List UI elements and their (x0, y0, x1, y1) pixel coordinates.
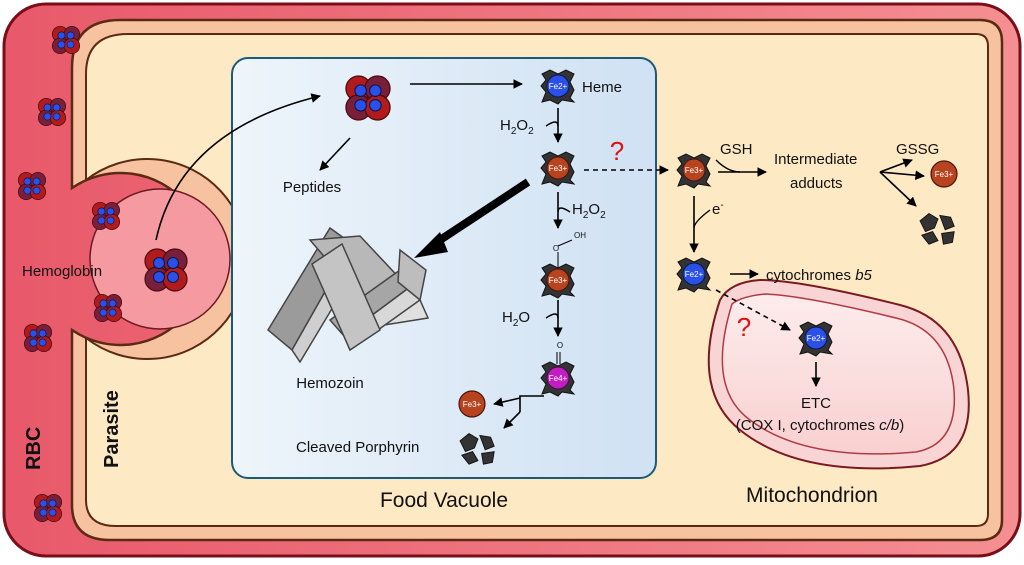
cleave-arrow (503, 411, 521, 429)
free-fe3-icon: Fe3+ (458, 390, 486, 418)
heme-fe3-icon: Fe3+ (540, 151, 575, 187)
svg-text:Fe3+: Fe3+ (549, 276, 568, 285)
svg-text:Fe4+: Fe4+ (549, 374, 568, 383)
cleaved-porphyrin-label: Cleaved Porphyrin (296, 439, 419, 456)
svg-text:Fe3+: Fe3+ (549, 164, 568, 173)
food-vacuole (231, 57, 657, 479)
svg-text:Fe2+: Fe2+ (549, 82, 568, 91)
gssg-label: GSSG (896, 141, 939, 158)
uptake-arrow (155, 93, 321, 241)
release-iron-arrow (493, 397, 521, 407)
h2o2-label-b: H2O2 (572, 201, 606, 221)
cyto-heme-fe3-icon: Fe3+ (676, 153, 711, 189)
electron-label: e- (712, 200, 724, 218)
to-fe3-arrow (879, 170, 925, 180)
gsh-label: GSH (720, 141, 753, 158)
to-hemozoin-arrow (431, 178, 531, 248)
svg-text:Fe3+: Fe3+ (463, 400, 482, 409)
h2o2-label-a: H2O2 (500, 117, 534, 137)
peptides-label: Peptides (283, 179, 341, 196)
adducts-label: adducts (790, 175, 843, 192)
heme-label: Heme (582, 79, 622, 96)
oxygen-label-b: O (557, 341, 563, 350)
unknown-marker-1: ? (610, 136, 624, 166)
etc-detail-label: (COX I, cytochromes c/b) (736, 417, 904, 434)
mitochondrion-inner (721, 293, 956, 455)
hemozoin-label: Hemozoin (296, 375, 364, 392)
intermediate-label: Intermediate (774, 151, 857, 168)
food-vacuole-label: Food Vacuole (380, 489, 508, 512)
unknown-marker-2: ? (737, 312, 751, 342)
heme-fe4-icon: Fe4+ (540, 361, 575, 397)
mitochondrion-label: Mitochondrion (746, 484, 878, 507)
to-peptides-arrow (319, 137, 351, 171)
heme-fe2-icon: Fe2+ (540, 69, 575, 105)
svg-text:Fe2+: Fe2+ (807, 334, 826, 343)
mito-heme-fe2-icon: Fe2+ (798, 321, 833, 357)
svg-text:Fe3+: Fe3+ (935, 170, 954, 179)
hemoglobin-label: Hemoglobin (22, 263, 102, 280)
heme-fe3-peroxo-icon: Fe3+ (540, 263, 575, 299)
released-fe3-icon: Fe3+ (930, 160, 958, 188)
cyto-heme-fe2-icon: Fe2+ (676, 257, 711, 293)
svg-text:Fe3+: Fe3+ (685, 166, 704, 175)
oh-label: OH (574, 231, 586, 240)
rbc-label: RBC (23, 427, 45, 470)
cytochromes-b5-label: cytochromes b5 (766, 267, 873, 284)
to-gssg-arrow (879, 158, 913, 173)
oxygen-label-a: O (553, 244, 559, 253)
svg-text:Fe2+: Fe2+ (685, 270, 704, 279)
h2o-label: H2O (502, 309, 530, 329)
hemozoin-crystals (267, 226, 430, 364)
etc-label: ETC (801, 395, 831, 412)
to-cleaved-arrow (879, 171, 917, 207)
parasite-label: Parasite (101, 390, 123, 468)
